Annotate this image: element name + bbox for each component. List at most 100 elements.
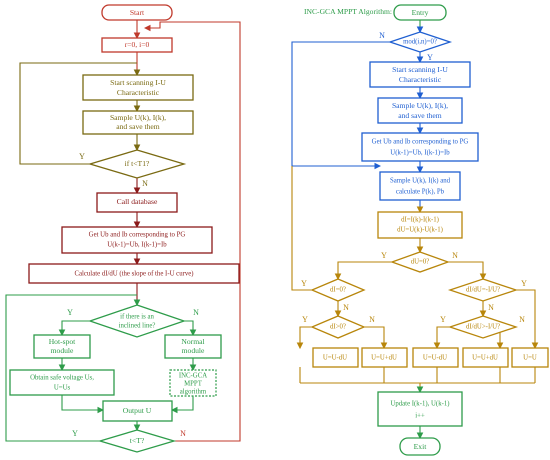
mod-label: mod(i,n)=0?: [403, 39, 437, 46]
update-label-2: i++: [415, 413, 425, 420]
incgca-box: [169, 369, 217, 397]
right-sample-calc-label-2: calculate P(k), Pb: [396, 189, 445, 196]
y-label-t1: Y: [79, 152, 85, 161]
get-ub-ib-box: [61, 226, 213, 254]
start-node: [101, 4, 173, 21]
incline-label-2: inclined line?: [119, 323, 156, 330]
didu-greater-decision: [447, 315, 519, 339]
init-box: [101, 37, 173, 53]
scan-box: [82, 74, 194, 101]
normal-box: [164, 334, 222, 359]
n-label-t1: N: [142, 179, 148, 188]
diff-label-2: dU=U(k)-U(k-1): [397, 227, 443, 234]
calculate-slope-box: [28, 263, 240, 284]
y-label-didu-gt: Y: [440, 315, 446, 324]
calculate-label: Calculate dI/dU (the slope of the I-U cu…: [74, 271, 193, 278]
didu-greater-label: dI/dU>-I/U?: [466, 324, 500, 331]
safe-label-2: U=Us: [54, 385, 71, 392]
update-label-1: Update I(k-1), U(k-1): [390, 401, 449, 408]
n-label-didu-eq: N: [488, 303, 494, 312]
n-label-t: N: [180, 429, 186, 438]
hotspot-box: [33, 334, 91, 359]
right-scan-label-2: Characteristic: [399, 75, 442, 84]
right-get-label-2: U(k-1)=Ub, I(k-1)=Ib: [390, 150, 450, 157]
du-zero-label: dU=0?: [411, 259, 430, 266]
t1-decision-label: if t<T1?: [125, 159, 150, 168]
n-label-di0: N: [343, 303, 349, 312]
output-label-4: U=U+dU: [472, 355, 498, 362]
right-get-label-1: Get Ub and Ib corresponding to PG: [372, 139, 469, 146]
output-box-4: [462, 347, 509, 368]
algorithm-title: INC-GCA MPPT Algorithm:: [304, 7, 392, 16]
diff-label-1: dI=I(k)-I(k-1): [401, 217, 439, 224]
n-label-incline: N: [193, 308, 199, 317]
sample-label-2: and save them: [116, 122, 160, 131]
n-label-di-gt: N: [369, 315, 375, 324]
y-label-t: Y: [72, 429, 78, 438]
mod-decision: [387, 31, 453, 53]
exit-label: Exit: [414, 442, 428, 451]
y-label-mod: Y: [427, 53, 433, 62]
right-sample-calc-label-1: Sample U(k), I(k) and: [390, 178, 451, 185]
incgca-label-3: algorithm: [180, 389, 207, 396]
output-box-3: [412, 347, 459, 368]
call-database-box: [96, 192, 178, 213]
di-zero-decision: [310, 278, 366, 302]
right-sample-box: [377, 97, 463, 124]
y-label-du: Y: [381, 251, 387, 260]
hotspot-label-1: Hot-spot: [49, 337, 76, 346]
output-label-1: U=U-dU: [323, 355, 347, 362]
n-label-didu-gt: N: [519, 315, 525, 324]
init-label: r=0, i=0: [125, 40, 150, 49]
right-sample-label-2: and save them: [398, 111, 442, 120]
y-label-di-gt: Y: [302, 315, 308, 324]
t1-decision: [87, 149, 187, 179]
right-sample-calc-box: [379, 171, 461, 201]
t-decision-label: t<T?: [130, 436, 145, 445]
output-label: Output U: [123, 406, 152, 415]
safe-voltage-box: [9, 369, 115, 396]
normal-label-2: module: [182, 346, 205, 355]
didu-equal-decision: [447, 278, 519, 302]
diff-box: [377, 211, 463, 239]
incgca-label-1: INC-GCA: [179, 373, 207, 380]
output-box: [102, 400, 173, 422]
di-zero-label: dI=0?: [330, 287, 346, 294]
get-label-1: Get Ub and Ib corresponding to PG: [89, 232, 186, 239]
didu-equal-label: dI/dU=-I/U?: [466, 287, 500, 294]
output-label-2: U=U+dU: [371, 355, 397, 362]
right-scan-box: [369, 61, 471, 88]
di-positive-label: dI>0?: [330, 324, 346, 331]
sample-label-1: Sample U(k), I(k),: [110, 113, 166, 122]
entry-node: [393, 4, 447, 21]
n-label-mod: N: [379, 31, 385, 40]
t-decision: [97, 429, 177, 453]
sample-box: [82, 110, 194, 135]
update-box: [377, 391, 463, 427]
output-box-1: [312, 347, 359, 368]
y-label-didu-eq: Y: [521, 279, 527, 288]
output-label-3: U=U-dU: [423, 355, 447, 362]
right-scan-label-1: Start scanning I-U: [392, 65, 448, 74]
entry-label: Entry: [412, 8, 429, 17]
get-label-2: U(k-1)=Ub, I(k-1)=Ib: [107, 242, 167, 249]
incline-decision: [87, 304, 187, 338]
right-get-box: [361, 132, 479, 162]
incline-label-1: if there is an: [120, 314, 154, 321]
n-label-du: N: [452, 251, 458, 260]
safe-label-1: Obtain safe voltage Us,: [30, 375, 94, 382]
exit-node: [399, 437, 441, 456]
scan-label-2: Characteristic: [117, 88, 160, 97]
di-positive-decision: [310, 315, 366, 339]
hotspot-label-2: module: [51, 346, 74, 355]
output-box-2: [361, 347, 408, 368]
start-label: Start: [130, 8, 145, 17]
incgca-label-2: MPPT: [184, 381, 203, 388]
right-sample-label-1: Sample U(k), I(k),: [392, 101, 448, 110]
y-label-di0: Y: [301, 279, 307, 288]
output-label-5: U=U: [523, 355, 537, 362]
y-label-incline: Y: [67, 308, 73, 317]
du-zero-decision: [390, 251, 450, 273]
